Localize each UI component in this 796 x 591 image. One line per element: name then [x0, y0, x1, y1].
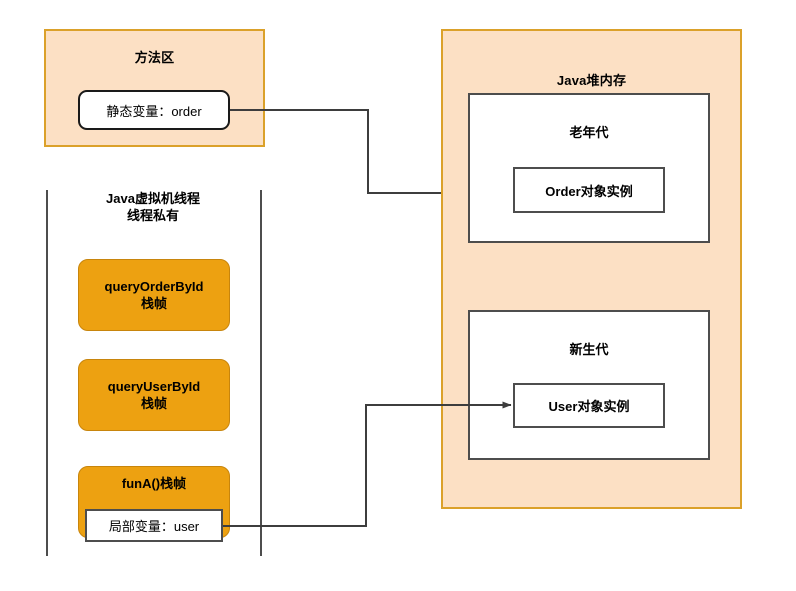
- thread-stack-heading: Java虚拟机线程 线程私有: [46, 190, 260, 224]
- static-variable-box: 静态变量：order: [78, 90, 230, 130]
- thread-stack-heading-line2: 线程私有: [126, 208, 179, 223]
- method-area-title: 方法区: [134, 50, 175, 65]
- old-generation-title: 老年代: [569, 125, 609, 140]
- order-object-instance: Order对象实例: [513, 167, 665, 213]
- thread-stack-heading-line1: Java虚拟机线程: [106, 191, 200, 206]
- local-variable-box: 局部变量：user: [85, 509, 223, 542]
- stack-frame-queryuserbyid-name: queryUserById: [107, 379, 201, 394]
- stack-frame-funa-name: funA()栈帧: [121, 476, 187, 491]
- young-generation-title: 新生代: [569, 342, 609, 357]
- stack-frame-queryuserbyid-sub: 栈帧: [140, 396, 167, 411]
- java-heap-title: Java堆内存: [556, 73, 627, 88]
- stack-frame-queryorderbyid: queryOrderById 栈帧: [78, 259, 230, 331]
- stack-frame-queryorderbyid-sub: 栈帧: [140, 296, 167, 311]
- stack-frame-queryorderbyid-name: queryOrderById: [104, 279, 204, 294]
- stack-rail-left: [46, 190, 48, 556]
- stack-rail-right: [260, 190, 262, 556]
- stack-frame-queryuserbyid: queryUserById 栈帧: [78, 359, 230, 431]
- user-object-instance: User对象实例: [513, 383, 665, 428]
